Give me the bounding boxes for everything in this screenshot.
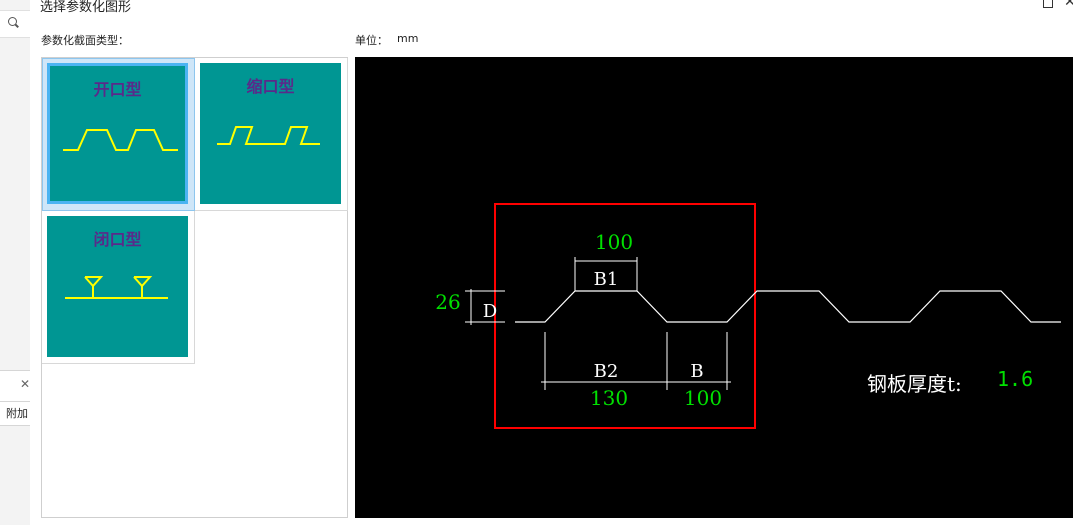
background-attach-tab[interactable]: 附加: [0, 402, 30, 426]
thumbnail-label: 开口型: [93, 80, 142, 99]
unit-value: mm: [397, 32, 419, 45]
section-type-label: 参数化截面类型：: [41, 34, 129, 47]
section-type-reentrant[interactable]: 缩口型: [195, 58, 348, 211]
open-profile-icon: [63, 129, 178, 151]
background-tab-bar: [0, 370, 30, 402]
b1-value: 100: [595, 230, 633, 254]
closed-profile-icon: [65, 276, 168, 299]
preview-drawing: 100 B1 26 D B2 130 B 100 钢板厚度t: 1.6: [435, 203, 1061, 429]
close-icon[interactable]: ✕: [20, 377, 31, 391]
section-preview-canvas: 100 B1 26 D B2 130 B 100 钢板厚度t: 1.6: [355, 57, 1073, 518]
maximize-icon[interactable]: [1043, 0, 1053, 8]
dialog-close-icon[interactable]: ✕: [1064, 0, 1073, 10]
d-label: D: [483, 301, 497, 322]
thumbnail-label: 缩口型: [246, 77, 295, 96]
section-type-open[interactable]: 开口型: [42, 58, 195, 211]
search-icon[interactable]: [8, 17, 17, 26]
reentrant-profile-icon: [217, 126, 320, 145]
background-app-strip: [0, 0, 31, 525]
b2-label: B2: [594, 361, 619, 382]
section-type-list: 开口型 缩口型 闭口型: [41, 57, 348, 518]
b2-value: 130: [590, 386, 628, 410]
b1-label: B1: [594, 269, 619, 290]
thumbnail-reentrant: 缩口型: [200, 63, 341, 204]
dialog-title: 选择参数化图形: [40, 0, 132, 15]
thickness-label: 钢板厚度t:: [867, 372, 962, 396]
thickness-value: 1.6: [997, 367, 1033, 391]
thumbnail-open: 开口型: [47, 63, 188, 204]
thumbnail-closed: 闭口型: [47, 216, 188, 357]
thumbnail-label: 闭口型: [93, 230, 142, 249]
highlight-box: [494, 203, 756, 429]
b-label: B: [690, 361, 703, 382]
d-value: 26: [435, 290, 460, 314]
unit-label: 单位：: [355, 34, 388, 47]
deck-profile-line: [515, 290, 1061, 323]
section-type-closed[interactable]: 闭口型: [42, 211, 195, 364]
b-value: 100: [684, 386, 722, 410]
